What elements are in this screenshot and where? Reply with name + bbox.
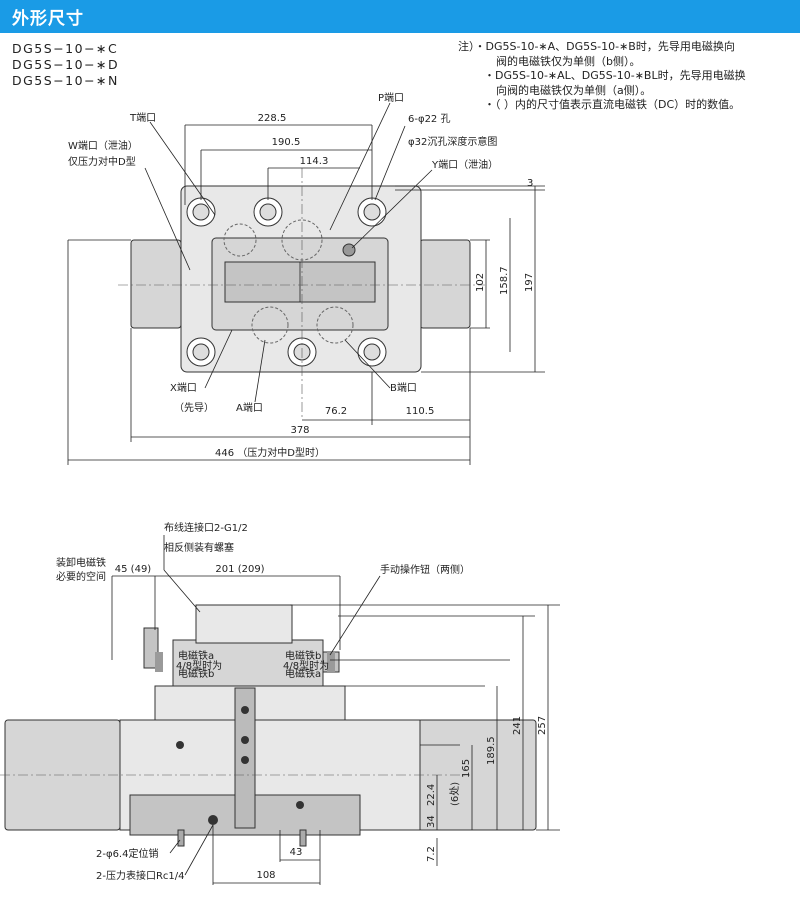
left-end-block [130, 239, 182, 329]
dim-76-2: 76.2 [325, 406, 347, 417]
model-list: DG5S−10−∗C DG5S−10−∗D DG5S−10−∗N [12, 41, 119, 89]
pilot-label: （先导） [174, 402, 214, 414]
b-port-label: B端口 [390, 381, 417, 394]
y-port-label: Y端口（泄油） [431, 158, 498, 171]
dim-378: 378 [290, 425, 309, 436]
note-line: ・DG5S-10-∗AL、DG5S-10-∗BL时，先导用电磁换 [484, 69, 746, 82]
notes: 注）・DG5S-10-∗A、DG5S-10-∗B时，先导用电磁换向 阀的电磁铁仅… [458, 40, 746, 113]
dim-110-5: 110.5 [406, 406, 435, 417]
note-line: 注）・DG5S-10-∗A、DG5S-10-∗B时，先导用电磁换向 [458, 40, 735, 53]
header-bar: 外形尺寸 [0, 0, 800, 33]
dim-446: 446 （压力对中D型时） [215, 446, 325, 459]
note-line: 向阀的电磁铁仅为单侧（a侧）。 [496, 83, 652, 97]
model-item: DG5S−10−∗C [12, 41, 119, 56]
model-item: DG5S−10−∗N [12, 73, 119, 88]
w-port-label: W端口（泄油） [68, 139, 138, 152]
dim-190-5: 190.5 [272, 137, 301, 148]
t-port-label: T端口 [129, 111, 156, 124]
dim-102: 102 [475, 273, 486, 292]
right-end-block [419, 239, 471, 329]
model-item: DG5S−10−∗D [12, 57, 120, 72]
page-title: 外形尺寸 [12, 9, 84, 29]
w-port-note: 仅压力对中D型 [68, 155, 136, 168]
x-port-label: X端口 [170, 381, 197, 394]
note-line: ・（ ）内的尺寸值表示直流电磁铁（DC）时的数值。 [484, 98, 741, 111]
note-line: 阀的电磁铁仅为单侧（b侧）。 [496, 54, 641, 68]
dim-228-5: 228.5 [258, 113, 287, 124]
dim-197: 197 [524, 273, 535, 292]
dim-158-7: 158.7 [499, 266, 510, 295]
dim-114-3: 114.3 [300, 156, 329, 167]
counterbore-label: φ32沉孔深度示意图 [408, 135, 497, 148]
p-port-label: P端口 [378, 91, 404, 104]
y-port-plug [342, 243, 356, 257]
a-port-label: A端口 [236, 401, 263, 414]
holes-label: 6-φ22 孔 [408, 113, 450, 125]
dim-3: 3 [527, 178, 533, 189]
